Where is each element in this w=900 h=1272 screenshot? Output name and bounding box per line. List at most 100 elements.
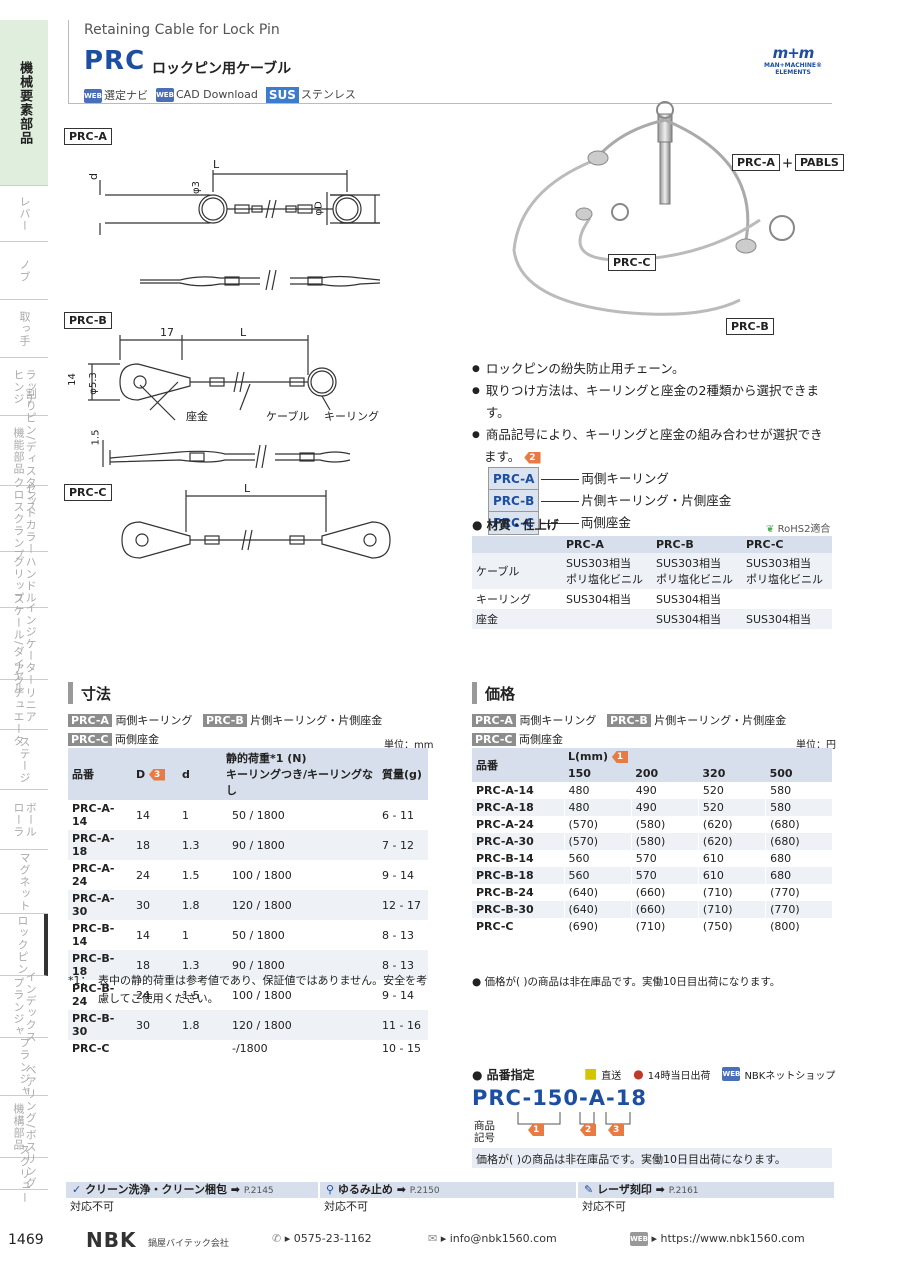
note-tag-1: 1 (611, 751, 629, 763)
order-tag-2: 2 (580, 1124, 597, 1136)
feature-bullet: 商品記号により、キーリングと座金の組み合わせが選択でき (472, 424, 832, 446)
lock-icon: ⚲ (326, 1183, 335, 1196)
drawing-tag-prc-c: PRC-C (64, 484, 112, 501)
ref-laser[interactable]: ✎ レーザ刻印 ➡ P.2161 対応不可 (578, 1182, 834, 1216)
order-tag-3: 3 (608, 1124, 625, 1136)
ref-clean-wash[interactable]: ✓ クリーン洗浄・クリーン梱包 ➡ P.2145 対応不可 (66, 1182, 318, 1216)
label-keyring: キーリング (324, 410, 379, 423)
sidebar-item-label: ラッチ ヒンジ (12, 368, 38, 405)
sidebar-item[interactable]: ラッチ ヒンジ (0, 358, 48, 416)
order-note: 価格が( )の商品は非在庫品です。実働10日目出荷になります。 (472, 1148, 832, 1168)
category-sidebar: 機械要素部品レバーノブ取っ手ラッチ ヒンジ割りピン/ディスタンス 機能部品セット… (0, 0, 48, 1204)
sidebar-item-label: プランジャ (18, 1036, 32, 1097)
sidebar-item-label: インデックス プランジャ (12, 970, 38, 1043)
sidebar-item-label: 取っ手 (18, 310, 32, 347)
material-title: ● 材質・仕上げ (472, 518, 559, 532)
sidebar-item[interactable]: ベアリング/ボスリング 機構部品 (0, 1064, 48, 1189)
dimensions-footnote: *1：表中の静的荷重は参考値であり、保証値ではありません。安全を考慮してご使用く… (68, 974, 428, 1005)
website-link[interactable]: WEB ▸ https://www.nbk1560.com (630, 1232, 805, 1246)
dimensions-unit: 単位：mm (384, 740, 434, 751)
sidebar-item[interactable]: ステージ (0, 730, 48, 790)
page-number: 1469 (8, 1232, 44, 1248)
phone-icon: ✆ (272, 1232, 282, 1245)
sidebar-item-label: 機械要素部品 (17, 60, 33, 145)
brand-logo: m+m MAN+MACHINE® ELEMENTS (763, 44, 823, 76)
web-badge-icon: WEB (84, 88, 102, 103)
material-table: PRC-A PRC-B PRC-C ケーブル SUS303相当 ポリ塩化ビニル … (472, 536, 832, 629)
dim-phi53: φ5.3 (87, 372, 99, 395)
email-contact[interactable]: ✉ ▸ info@nbk1560.com (428, 1232, 557, 1245)
table-row: PRC-A-30(570)(580)(620)(680) (472, 833, 832, 850)
sidebar-item[interactable]: ボール ローラ (0, 790, 48, 850)
price-unit: 単位：円 (796, 740, 836, 751)
table-row: PRC-A-24(570)(580)(620)(680) (472, 816, 832, 833)
sidebar-item-label: ノブ (18, 258, 32, 283)
nbk-logo: NBK (86, 1228, 137, 1252)
dim-17: 17 (160, 326, 174, 339)
sidebar-item-label: ベアリング/ボスリング 機構部品 (12, 1064, 38, 1189)
sidebar-item[interactable]: プランジャ (0, 1036, 48, 1097)
sidebar-item[interactable]: レバー (0, 186, 48, 242)
sidebar-item-label: レバー (18, 195, 32, 232)
dimensions-table: 品番 D 3 d 静的荷重*1 (N)キーリングつき/キーリングなし 質量(g)… (68, 748, 428, 1057)
price-title: 価格 (472, 682, 515, 704)
photo-label-prc-c: PRC-C (608, 254, 656, 271)
mail-icon: ✉ (428, 1232, 438, 1245)
phone-contact[interactable]: ✆ ▸ 0575-23-1162 (272, 1232, 372, 1245)
dimensions-legend: PRC-A 両側キーリング PRC-B 片側キーリング・片側座金 (68, 712, 382, 728)
net-shop-link[interactable]: NBKネットショップ (744, 1070, 836, 1082)
sidebar-item[interactable]: リニア アクチュエータ (0, 663, 48, 747)
sidebar-item[interactable]: セットカラー クロスクランプ (0, 477, 48, 561)
dim-14: 14 (66, 373, 78, 386)
sidebar-item[interactable]: ロックピン (0, 914, 48, 976)
sidebar-item[interactable]: ハンドル グリップ (0, 552, 48, 608)
sidebar-item-label: ボール ローラ (12, 801, 38, 838)
note-tag-2: 2 (524, 451, 541, 464)
note-tag-3: 3 (148, 768, 166, 781)
dim-d: d (86, 173, 100, 180)
table-row: PRC-B-24(640)(660)(710)(770) (472, 884, 832, 901)
order-title: ● 品番指定 (472, 1068, 535, 1082)
sidebar-item[interactable]: 機械要素部品 (0, 20, 48, 186)
price-note: ● 価格が( )の商品は非在庫品です。実働10日目出荷になります。 (472, 976, 781, 988)
dimensions-title: 寸法 (68, 682, 111, 704)
footer-bar: 1469 NBK 鍋屋バイテック会社 ✆ ▸ 0575-23-1162 ✉ ▸ … (0, 1226, 900, 1256)
sidebar-item[interactable]: インジケーター スケール/ダイヤル (0, 593, 48, 694)
label-zagane: 座金 (186, 410, 208, 423)
label-cable: ケーブル (266, 410, 310, 423)
sidebar-item[interactable]: ノブ (0, 242, 48, 300)
sidebar-item[interactable]: スクリュー (0, 1144, 48, 1204)
price-legend: PRC-A 両側キーリング PRC-B 片側キーリング・片側座金 (472, 712, 786, 728)
feature-bullet-cont: ます。 2 (484, 446, 832, 468)
dim-phi3: φ3 (190, 181, 202, 194)
dim-phiD: φD (313, 201, 325, 216)
sidebar-item[interactable]: マグネット (0, 850, 48, 914)
photo-label-prc-b: PRC-B (726, 318, 774, 335)
dimensions-legend-2: PRC-C 両側座金 (68, 731, 159, 747)
sidebar-item[interactable]: 割りピン/ディスタンス 機能部品 (0, 388, 48, 513)
sidebar-item[interactable]: 取っ手 (0, 300, 48, 358)
dim-L-b: L (240, 326, 247, 339)
sidebar-item[interactable]: インデックス プランジャ (0, 971, 48, 1043)
sidebar-item-label: マグネット (18, 851, 32, 912)
ref-loosening[interactable]: ⚲ ゆるみ止め ➡ P.2150 対応不可 (320, 1182, 576, 1216)
japanese-title: ロックピン用ケーブル (152, 61, 292, 77)
laser-pen-icon: ✎ (584, 1183, 594, 1196)
dim-L-a: L (213, 158, 220, 171)
sidebar-item-label: リニア アクチュエータ (12, 662, 38, 747)
